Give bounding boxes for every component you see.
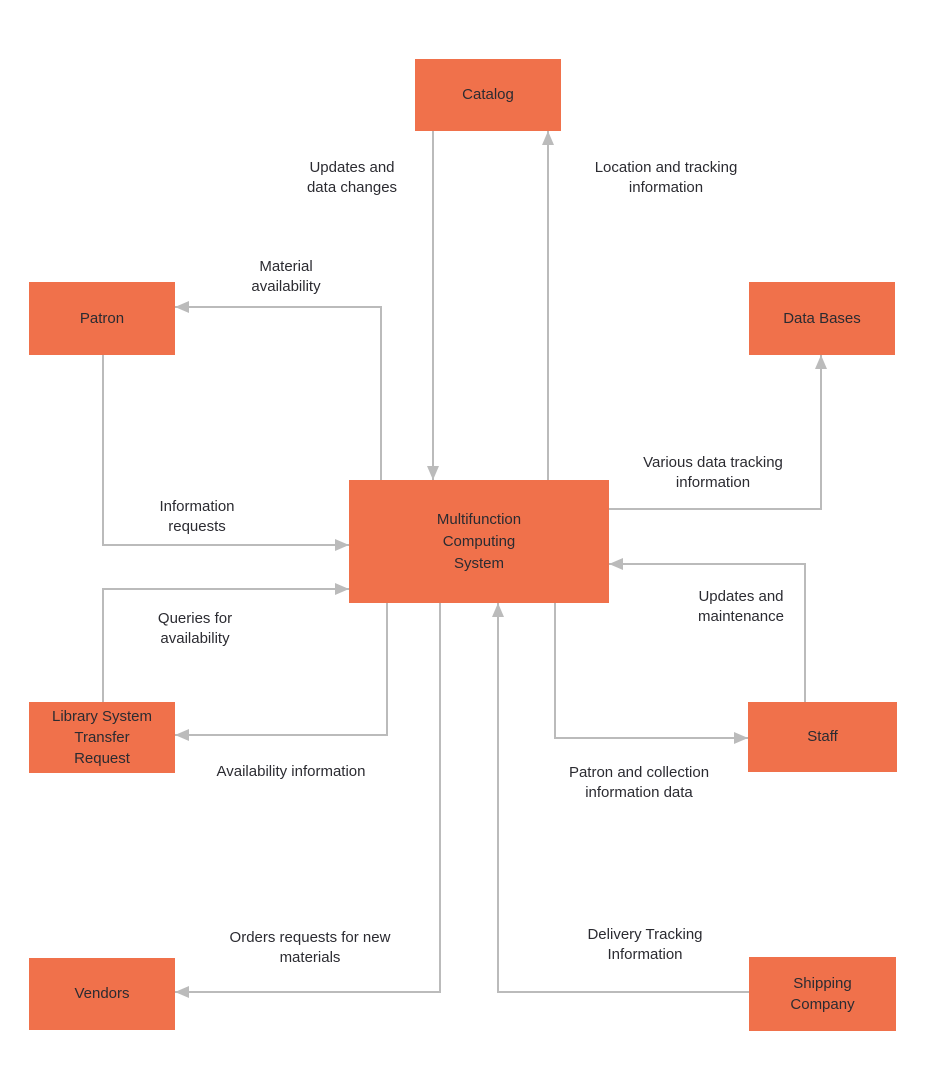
flow-label-various-data-tracking-information: Various data tracking information bbox=[643, 454, 783, 491]
node-vendors[interactable]: Vendors bbox=[29, 958, 175, 1030]
connector-system-to-databases bbox=[609, 355, 827, 510]
connector-staff-to-system bbox=[609, 558, 806, 702]
node-catalog[interactable]: Catalog bbox=[415, 59, 561, 131]
connector-patron-to-system bbox=[102, 355, 349, 551]
node-patron[interactable]: Patron bbox=[29, 282, 175, 355]
flow-label-delivery-tracking-information: Delivery Tracking Information bbox=[587, 926, 703, 963]
flow-label-updates-and-maintenance: Updates and maintenance bbox=[698, 588, 784, 625]
connector-system-to-library bbox=[175, 603, 388, 741]
connector-system-to-patron bbox=[175, 301, 382, 480]
connector-system-to-staff bbox=[554, 603, 748, 744]
flow-label-patron-and-collection-information-data: Patron and collection information data bbox=[568, 764, 710, 801]
node-shipping-company[interactable]: Shipping Company bbox=[749, 957, 896, 1031]
node-staff[interactable]: Staff bbox=[748, 702, 897, 772]
node-data-bases[interactable]: Data Bases bbox=[749, 282, 895, 355]
connector-system-to-vendors bbox=[175, 603, 441, 998]
flow-label-updates-and-data-changes: Updates and data changes bbox=[306, 159, 398, 196]
flow-label-location-and-tracking-information: Location and tracking information bbox=[594, 159, 738, 196]
connector-library-to-system bbox=[102, 583, 349, 702]
flow-label-material-availability: Material availability bbox=[251, 258, 321, 295]
flow-label-orders-requests-for-new-materials: Orders requests for new materials bbox=[229, 929, 391, 966]
connector-shipping-to-system bbox=[492, 603, 749, 993]
node-library-system-transfer-request[interactable]: Library System Transfer Request bbox=[29, 702, 175, 773]
flow-label-availability-information: Availability information bbox=[216, 763, 366, 780]
node-multifunction-computing-system[interactable]: Multifunction Computing System bbox=[349, 480, 609, 603]
flow-label-information-requests: Information requests bbox=[159, 498, 235, 535]
flow-label-queries-for-availability: Queries for availability bbox=[157, 610, 233, 647]
